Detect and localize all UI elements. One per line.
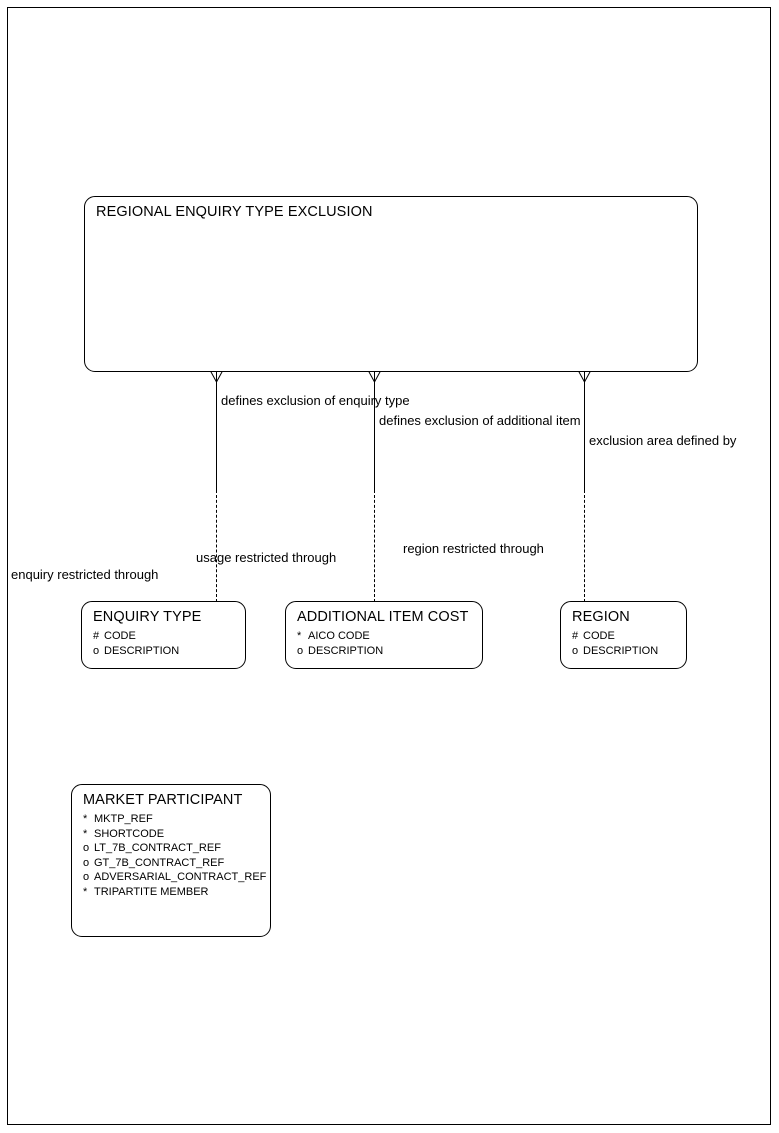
attribute-row: * TRIPARTITE MEMBER [83,885,266,900]
attribute-name: AICO CODE [308,630,370,642]
relationship-label-region-restricted-through: region restricted through [403,541,544,556]
relationship-line-region-dashed [584,490,585,602]
attribute-row: o DESCRIPTION [572,644,658,659]
attribute-marker: o [83,871,90,884]
entity-title: REGION [572,609,630,625]
attribute-row: * SHORTCODE [83,827,266,842]
attribute-name: DESCRIPTION [104,644,180,657]
attribute-marker: # [572,630,579,642]
crowsfoot-many-icon-region [577,371,592,384]
attribute-list: # CODE o DESCRIPTION [93,629,179,658]
attribute-row: o DESCRIPTION [297,644,383,659]
relationship-line-enquiry-type-dashed [216,490,217,602]
attribute-list: * AICO CODE o DESCRIPTION [297,629,383,658]
crowsfoot-many-icon-enquiry-type [209,371,224,384]
attribute-name: DESCRIPTION [308,644,384,657]
entity-enquiry-type[interactable]: ENQUIRY TYPE # CODE o DESCRIPTION [81,601,246,669]
page-border [7,7,771,1125]
attribute-marker: o [83,842,90,855]
attribute-name: MKTP_REF [94,813,153,825]
attribute-marker: o [297,644,304,657]
relationship-label-defines-exclusion-of-additional-item: defines exclusion of additional item [379,413,581,428]
attribute-list: # CODE o DESCRIPTION [572,629,658,658]
attribute-marker: o [93,644,100,657]
crowsfoot-many-icon-additional-item [367,371,382,384]
entity-title: MARKET PARTICIPANT [83,792,243,808]
relationship-line-additional-item-solid [374,381,375,490]
relationship-line-enquiry-type-solid [216,381,217,490]
relationship-line-additional-item-dashed [374,490,375,602]
attribute-marker: * [83,885,88,898]
entity-title: ENQUIRY TYPE [93,609,202,625]
attribute-row: * AICO CODE [297,629,383,644]
attribute-row: # CODE [572,629,658,644]
attribute-marker: * [83,813,88,825]
attribute-name: CODE [104,630,136,642]
attribute-row: o DESCRIPTION [93,644,179,659]
relationship-line-region-solid [584,381,585,490]
attribute-row: * MKTP_REF [83,812,266,827]
attribute-name: TRIPARTITE MEMBER [94,885,209,898]
attribute-row: o GT_7B_CONTRACT_REF [83,856,266,871]
attribute-name: DESCRIPTION [583,644,659,657]
relationship-label-exclusion-area-defined-by: exclusion area defined by [589,433,737,448]
entity-market-participant[interactable]: MARKET PARTICIPANT * MKTP_REF * SHORTCODE … [71,784,271,937]
attribute-marker: * [83,827,88,840]
attribute-row: # CODE [93,629,179,644]
attribute-row: o ADVERSARIAL_CONTRACT_REF [83,870,266,885]
attribute-marker: o [572,644,579,657]
attribute-row: o LT_7B_CONTRACT_REF [83,841,266,856]
attribute-marker: o [83,856,90,869]
relationship-label-usage-restricted-through: usage restricted through [196,550,337,565]
attribute-name: SHORTCODE [94,827,165,840]
entity-regional-enquiry-type-exclusion[interactable]: REGIONAL ENQUIRY TYPE EXCLUSION [84,196,698,372]
attribute-marker: # [93,630,100,642]
relationship-label-defines-exclusion-of-enquiry-type: defines exclusion of enquiry type [221,393,410,408]
attribute-name: LT_7B_CONTRACT_REF [94,842,221,855]
attribute-marker: * [297,630,302,642]
relationship-label-enquiry-restricted-through: enquiry restricted through [11,567,159,582]
entity-region[interactable]: REGION # CODE o DESCRIPTION [560,601,687,669]
attribute-name: GT_7B_CONTRACT_REF [94,856,225,869]
attribute-name: CODE [583,630,615,642]
entity-title: REGIONAL ENQUIRY TYPE EXCLUSION [96,204,373,220]
entity-additional-item-cost[interactable]: ADDITIONAL ITEM COST * AICO CODE o DESCRIP… [285,601,483,669]
attribute-name: ADVERSARIAL_CONTRACT_REF [94,871,267,884]
attribute-list: * MKTP_REF * SHORTCODE o LT_7B_CONTRACT_REF… [83,812,266,900]
entity-title: ADDITIONAL ITEM COST [297,609,469,625]
